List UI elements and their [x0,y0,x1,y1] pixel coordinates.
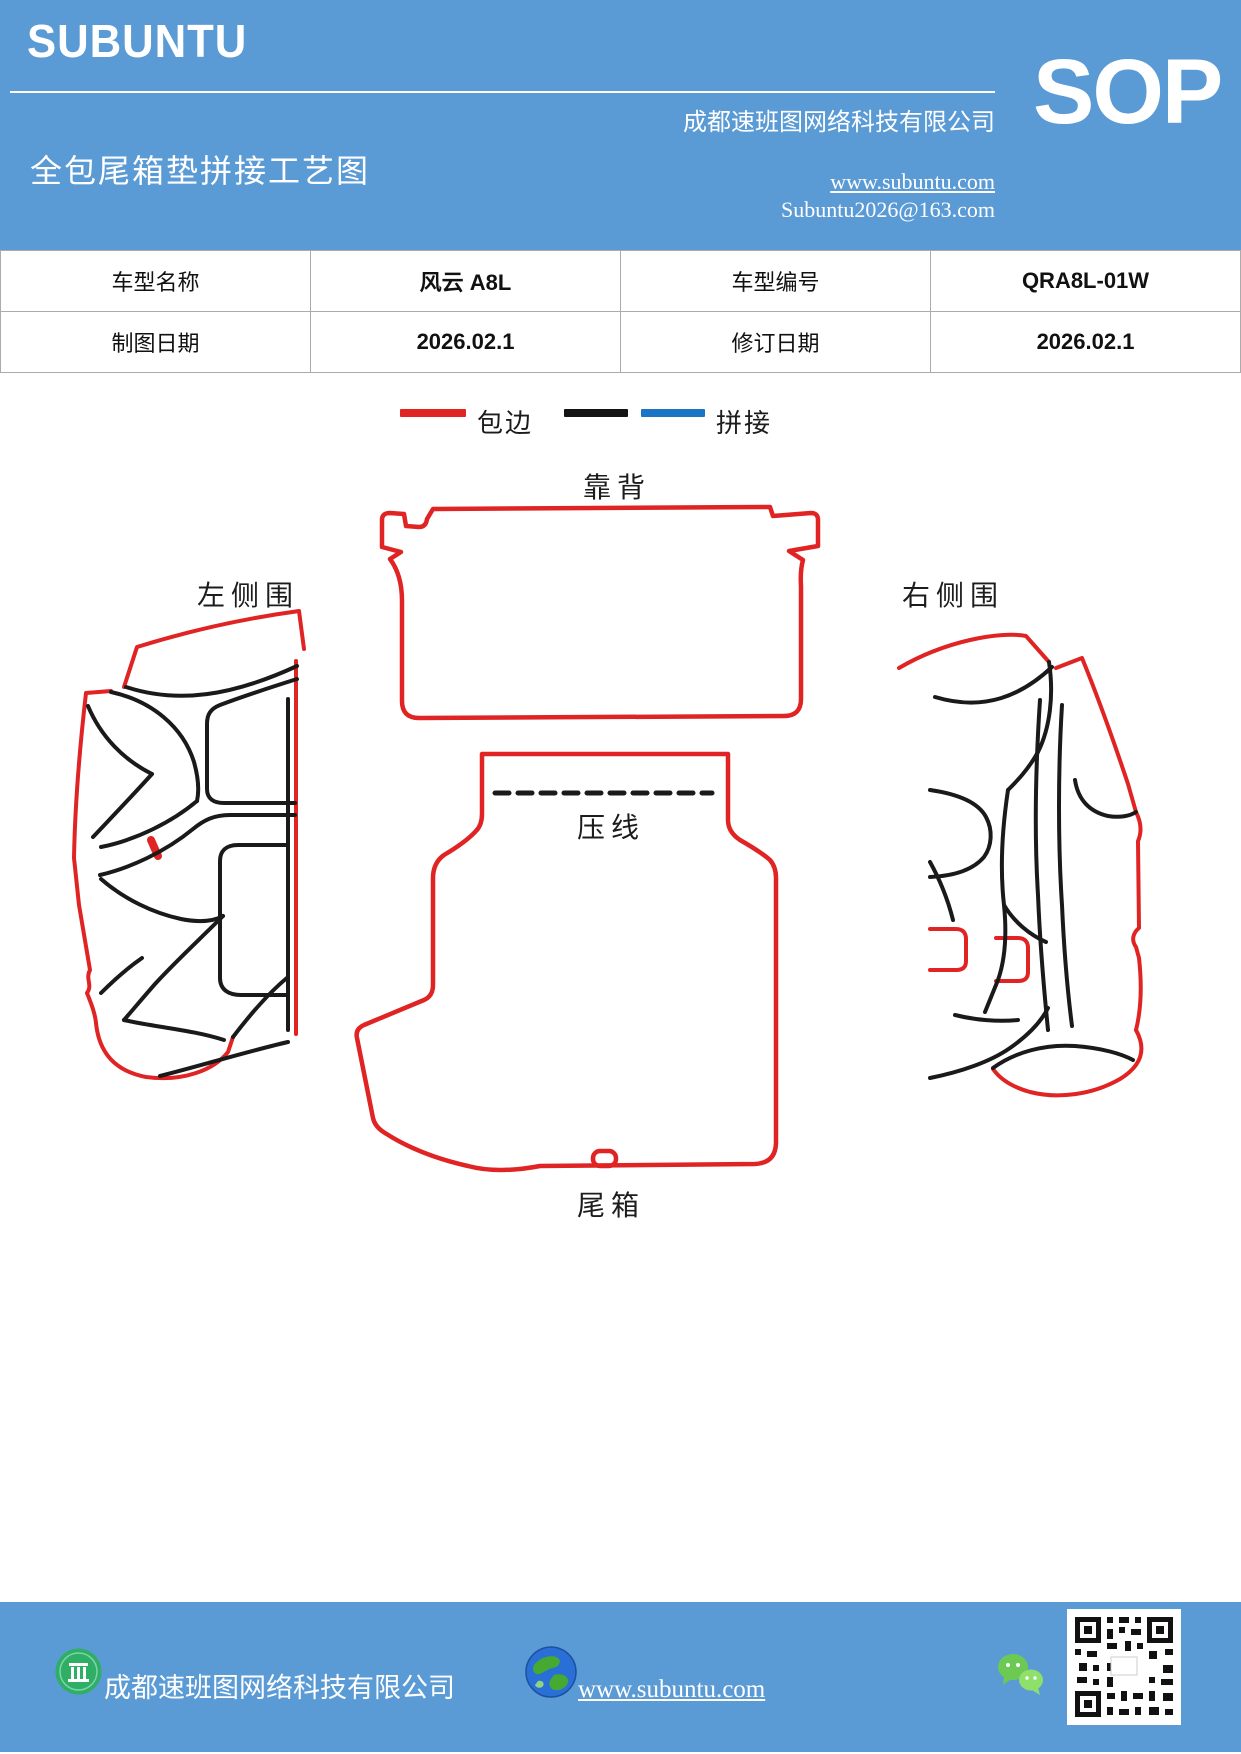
globe-icon [525,1646,577,1698]
model-name-label: 车型名称 [0,250,311,312]
model-code-value: QRA8L-01W [930,250,1241,312]
qr-code-image [1067,1609,1181,1725]
header-company-name: 成都速班图网络科技有限公司 [683,110,995,136]
header-website-link[interactable]: www.subuntu.com [830,169,995,194]
revise-date-label: 修订日期 [620,311,931,373]
legend-splice-label: 拼接 [716,409,773,438]
footer-website-link[interactable]: www.subuntu.com [578,1676,766,1703]
table-row: 车型名称 风云 A8L 车型编号 QRA8L-01W [0,250,1241,312]
sop-label: SOP [1033,41,1223,143]
left-side-label: 左侧围 [197,581,300,612]
trunk-outline [354,751,779,1173]
left-side-piece [72,609,306,1081]
legend-edge-line [400,409,466,417]
vehicle-info-table: 车型名称 风云 A8L 车型编号 QRA8L-01W 制图日期 2026.02.… [0,250,1241,373]
wechat-icon [998,1654,1043,1695]
model-code-label: 车型编号 [620,250,931,312]
model-name-value: 风云 A8L [310,250,621,312]
draw-date-value: 2026.02.1 [310,311,621,373]
press-line-label: 压线 [577,813,646,844]
company-logo: SUBUNTU [27,15,248,67]
right-side-label: 右侧围 [902,581,1005,612]
right-side-piece [897,632,1144,1098]
draw-date-label: 制图日期 [0,311,311,373]
footer-company-name: 成都速班图网络科技有限公司 [104,1673,455,1703]
legend-stitch-line [564,409,628,417]
trunk-label: 尾箱 [577,1191,646,1222]
legend-edge-label: 包边 [477,409,534,438]
legend-splice-line [641,409,705,417]
revise-date-value: 2026.02.1 [930,311,1241,373]
header-email: Subuntu2026@163.com [781,197,995,222]
backrest-label: 靠背 [583,473,652,504]
header-divider [10,91,995,93]
backrest-outline [379,504,821,721]
trunk-slot [590,1148,619,1169]
table-row: 制图日期 2026.02.1 修订日期 2026.02.1 [0,311,1241,373]
header-banner: SUBUNTU 全包尾箱垫拼接工艺图 成都速班图网络科技有限公司 www.sub… [0,0,1241,250]
page-title: 全包尾箱垫拼接工艺图 [30,153,371,189]
building-icon [55,1648,102,1695]
pattern-diagram [72,504,1144,1173]
